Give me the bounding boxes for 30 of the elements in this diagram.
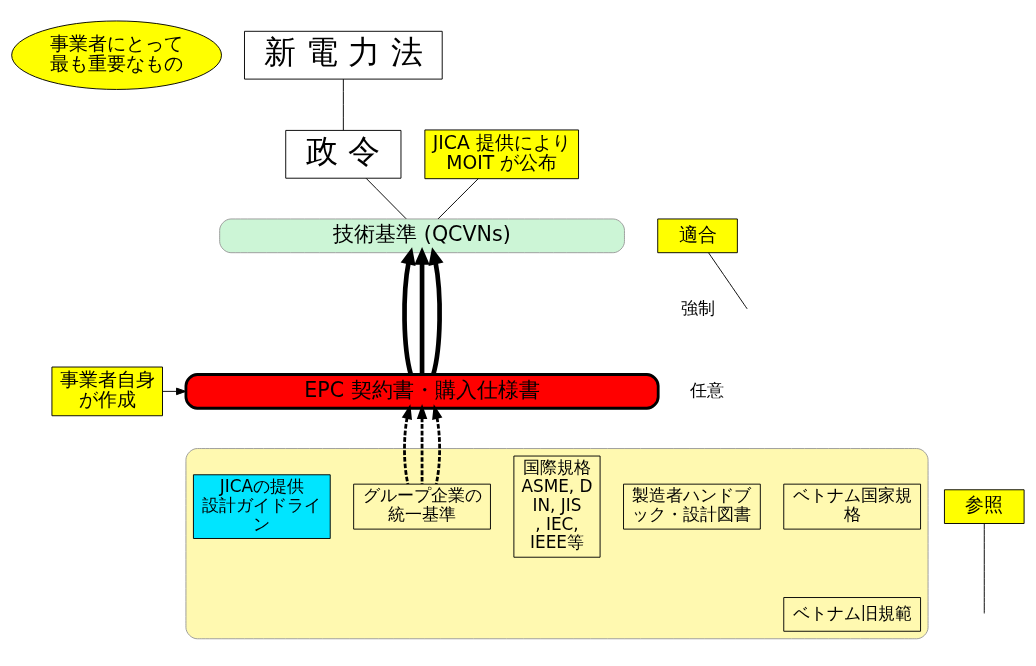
connector xyxy=(708,251,748,309)
node-box: 技術基準 (QCVNs) xyxy=(219,218,625,253)
connector xyxy=(365,177,407,219)
arrow xyxy=(400,246,416,375)
arrow xyxy=(416,403,428,484)
arrow xyxy=(162,387,187,395)
connector xyxy=(437,177,479,219)
node-box: EPC 契約書・購入仕様書 xyxy=(184,372,660,410)
node-box: 適合 xyxy=(657,218,738,253)
arrow xyxy=(432,403,443,484)
node-box: 政 令 xyxy=(285,129,402,179)
arrow xyxy=(401,403,412,484)
node-ellipse: 事業者にとって最も重要なもの xyxy=(11,20,222,90)
label: 強制 xyxy=(680,297,715,318)
node-box: グループ企業の統一基準 xyxy=(353,483,491,530)
arrow xyxy=(414,246,430,374)
node-box: 参照 xyxy=(944,488,1025,524)
node-box: ベトナム国家規格 xyxy=(783,483,922,530)
cluster xyxy=(185,447,929,639)
arrow xyxy=(428,246,444,375)
node-box: 事業者自身が作成 xyxy=(51,366,163,416)
connector xyxy=(342,78,344,131)
node-box: 新 電 力 法 xyxy=(244,30,443,80)
label: 任意 xyxy=(689,379,724,399)
node-box: JICAの提供設計ガイドライン xyxy=(192,473,331,539)
node-box: 国際規格 ASME, DIN, JIS, IEC, IEEE等 xyxy=(513,455,601,558)
connector xyxy=(983,522,985,614)
node-box: 製造者ハンドブック・設計図書 xyxy=(623,483,761,530)
node-box: JICA 提供により MOIT が公布 xyxy=(424,129,579,179)
node-box: ベトナム旧規範 xyxy=(783,596,922,632)
